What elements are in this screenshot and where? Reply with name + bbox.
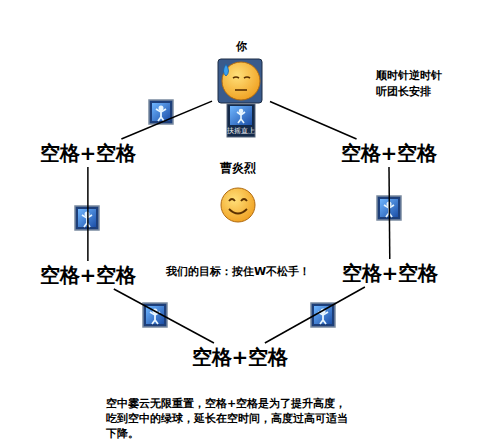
key-combo-label: 空格+空格 [192, 345, 289, 369]
avatar-frame [218, 59, 262, 103]
character-name: 曹炎烈 [220, 160, 256, 177]
hexagon-edge [87, 167, 89, 261]
player-node: 你扶摇直上 [214, 40, 268, 138]
sweat-drop [224, 64, 229, 76]
eyes [229, 199, 247, 201]
hexagon-edge [388, 167, 390, 259]
face [221, 188, 255, 222]
jump-node: 空格+空格 [192, 345, 289, 369]
skill-name: 扶摇直上 [214, 127, 268, 136]
key-combo-label: 空格+空格 [40, 141, 137, 165]
direction-note: 顺时针逆时针 听团长安排 [376, 68, 448, 100]
icon-fill [230, 106, 252, 125]
hexagon-edge [121, 101, 212, 139]
player-name: 你 [214, 40, 268, 54]
key-combo-label: 空格+空格 [341, 141, 438, 165]
hexagon-edge [270, 102, 357, 139]
jump-node: 空格+空格 [342, 261, 439, 285]
hexagon-edge [114, 289, 214, 343]
smile [229, 209, 247, 214]
avatar-face [222, 62, 260, 100]
jump-node: 空格+空格 [341, 141, 438, 165]
hexagon-edge [265, 287, 365, 343]
avatar-eyes [233, 77, 250, 78]
avatar-you [218, 59, 262, 103]
caption: 空中霎云无限重置，空格+空格是为了提升高度， 吃到空中的绿球，延长在空时间，高度… [106, 396, 358, 441]
jump-node: 空格+空格 [40, 263, 137, 287]
smiley-face [221, 188, 255, 222]
skill-icon [149, 100, 173, 124]
key-combo-label: 空格+空格 [40, 263, 137, 287]
icon-figure-body [237, 112, 245, 123]
goal-note: 我们的目标：按住W不松手！ [166, 264, 310, 280]
skill-icon [75, 206, 99, 230]
jump-node: 空格+空格 [40, 141, 137, 165]
avatar-mouth [235, 89, 247, 91]
key-combo-label: 空格+空格 [342, 261, 439, 285]
icon-figure-head [239, 109, 244, 114]
